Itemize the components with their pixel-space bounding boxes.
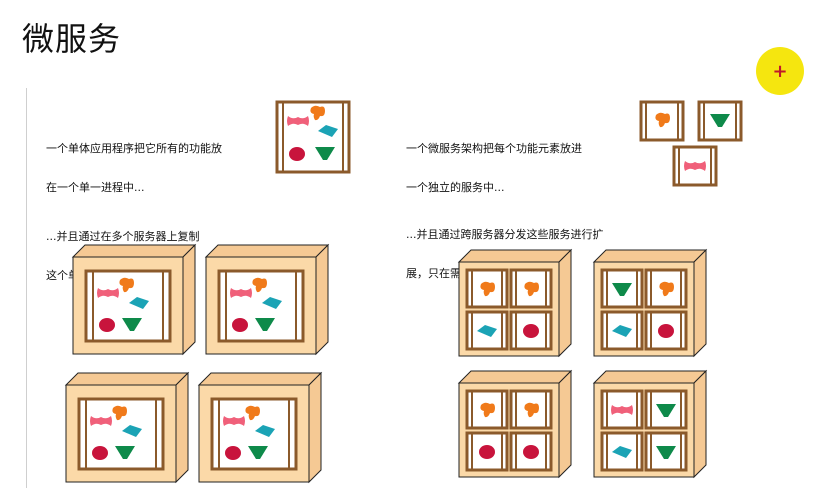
microservice-server-1 bbox=[457, 248, 573, 358]
microservice-frame-green bbox=[697, 100, 743, 142]
monolith-server-1 bbox=[71, 243, 197, 356]
caption-microservice: 一个微服务架构把每个功能元素放进 一个独立的服务中... bbox=[406, 116, 582, 207]
microservice-server-2 bbox=[592, 248, 708, 358]
caption-micro-scale-line1: ...并且通过跨服务器分发这些服务进行扩 bbox=[406, 228, 604, 241]
page-title: 微服务 bbox=[22, 20, 122, 58]
caption-monolith-line2: 在一个单一进程中... bbox=[46, 181, 145, 194]
caption-monolith: 一个单体应用程序把它所有的功能放 在一个单一进程中... bbox=[46, 116, 222, 207]
caption-monolith-line1: 一个单体应用程序把它所有的功能放 bbox=[46, 142, 222, 155]
monolith-app-frame bbox=[275, 100, 351, 174]
caption-micro-line1: 一个微服务架构把每个功能元素放进 bbox=[406, 142, 582, 155]
monolith-server-3 bbox=[64, 371, 190, 484]
monolith-server-2 bbox=[204, 243, 330, 356]
caption-micro-line2: 一个独立的服务中... bbox=[406, 181, 505, 194]
plus-icon: + bbox=[772, 60, 788, 82]
monolith-server-group bbox=[64, 243, 330, 484]
microservice-server-group bbox=[457, 248, 708, 479]
caption-mono-scale-line1: ...并且通过在多个服务器上复制 bbox=[46, 230, 200, 243]
microservice-server-3 bbox=[457, 369, 573, 479]
left-divider bbox=[26, 88, 27, 488]
monolith-server-4 bbox=[197, 371, 323, 484]
microservice-server-4 bbox=[592, 369, 708, 479]
microservice-frame-pink bbox=[672, 145, 718, 187]
cursor-highlight: + bbox=[756, 47, 804, 95]
microservice-frame-orange bbox=[639, 100, 685, 142]
